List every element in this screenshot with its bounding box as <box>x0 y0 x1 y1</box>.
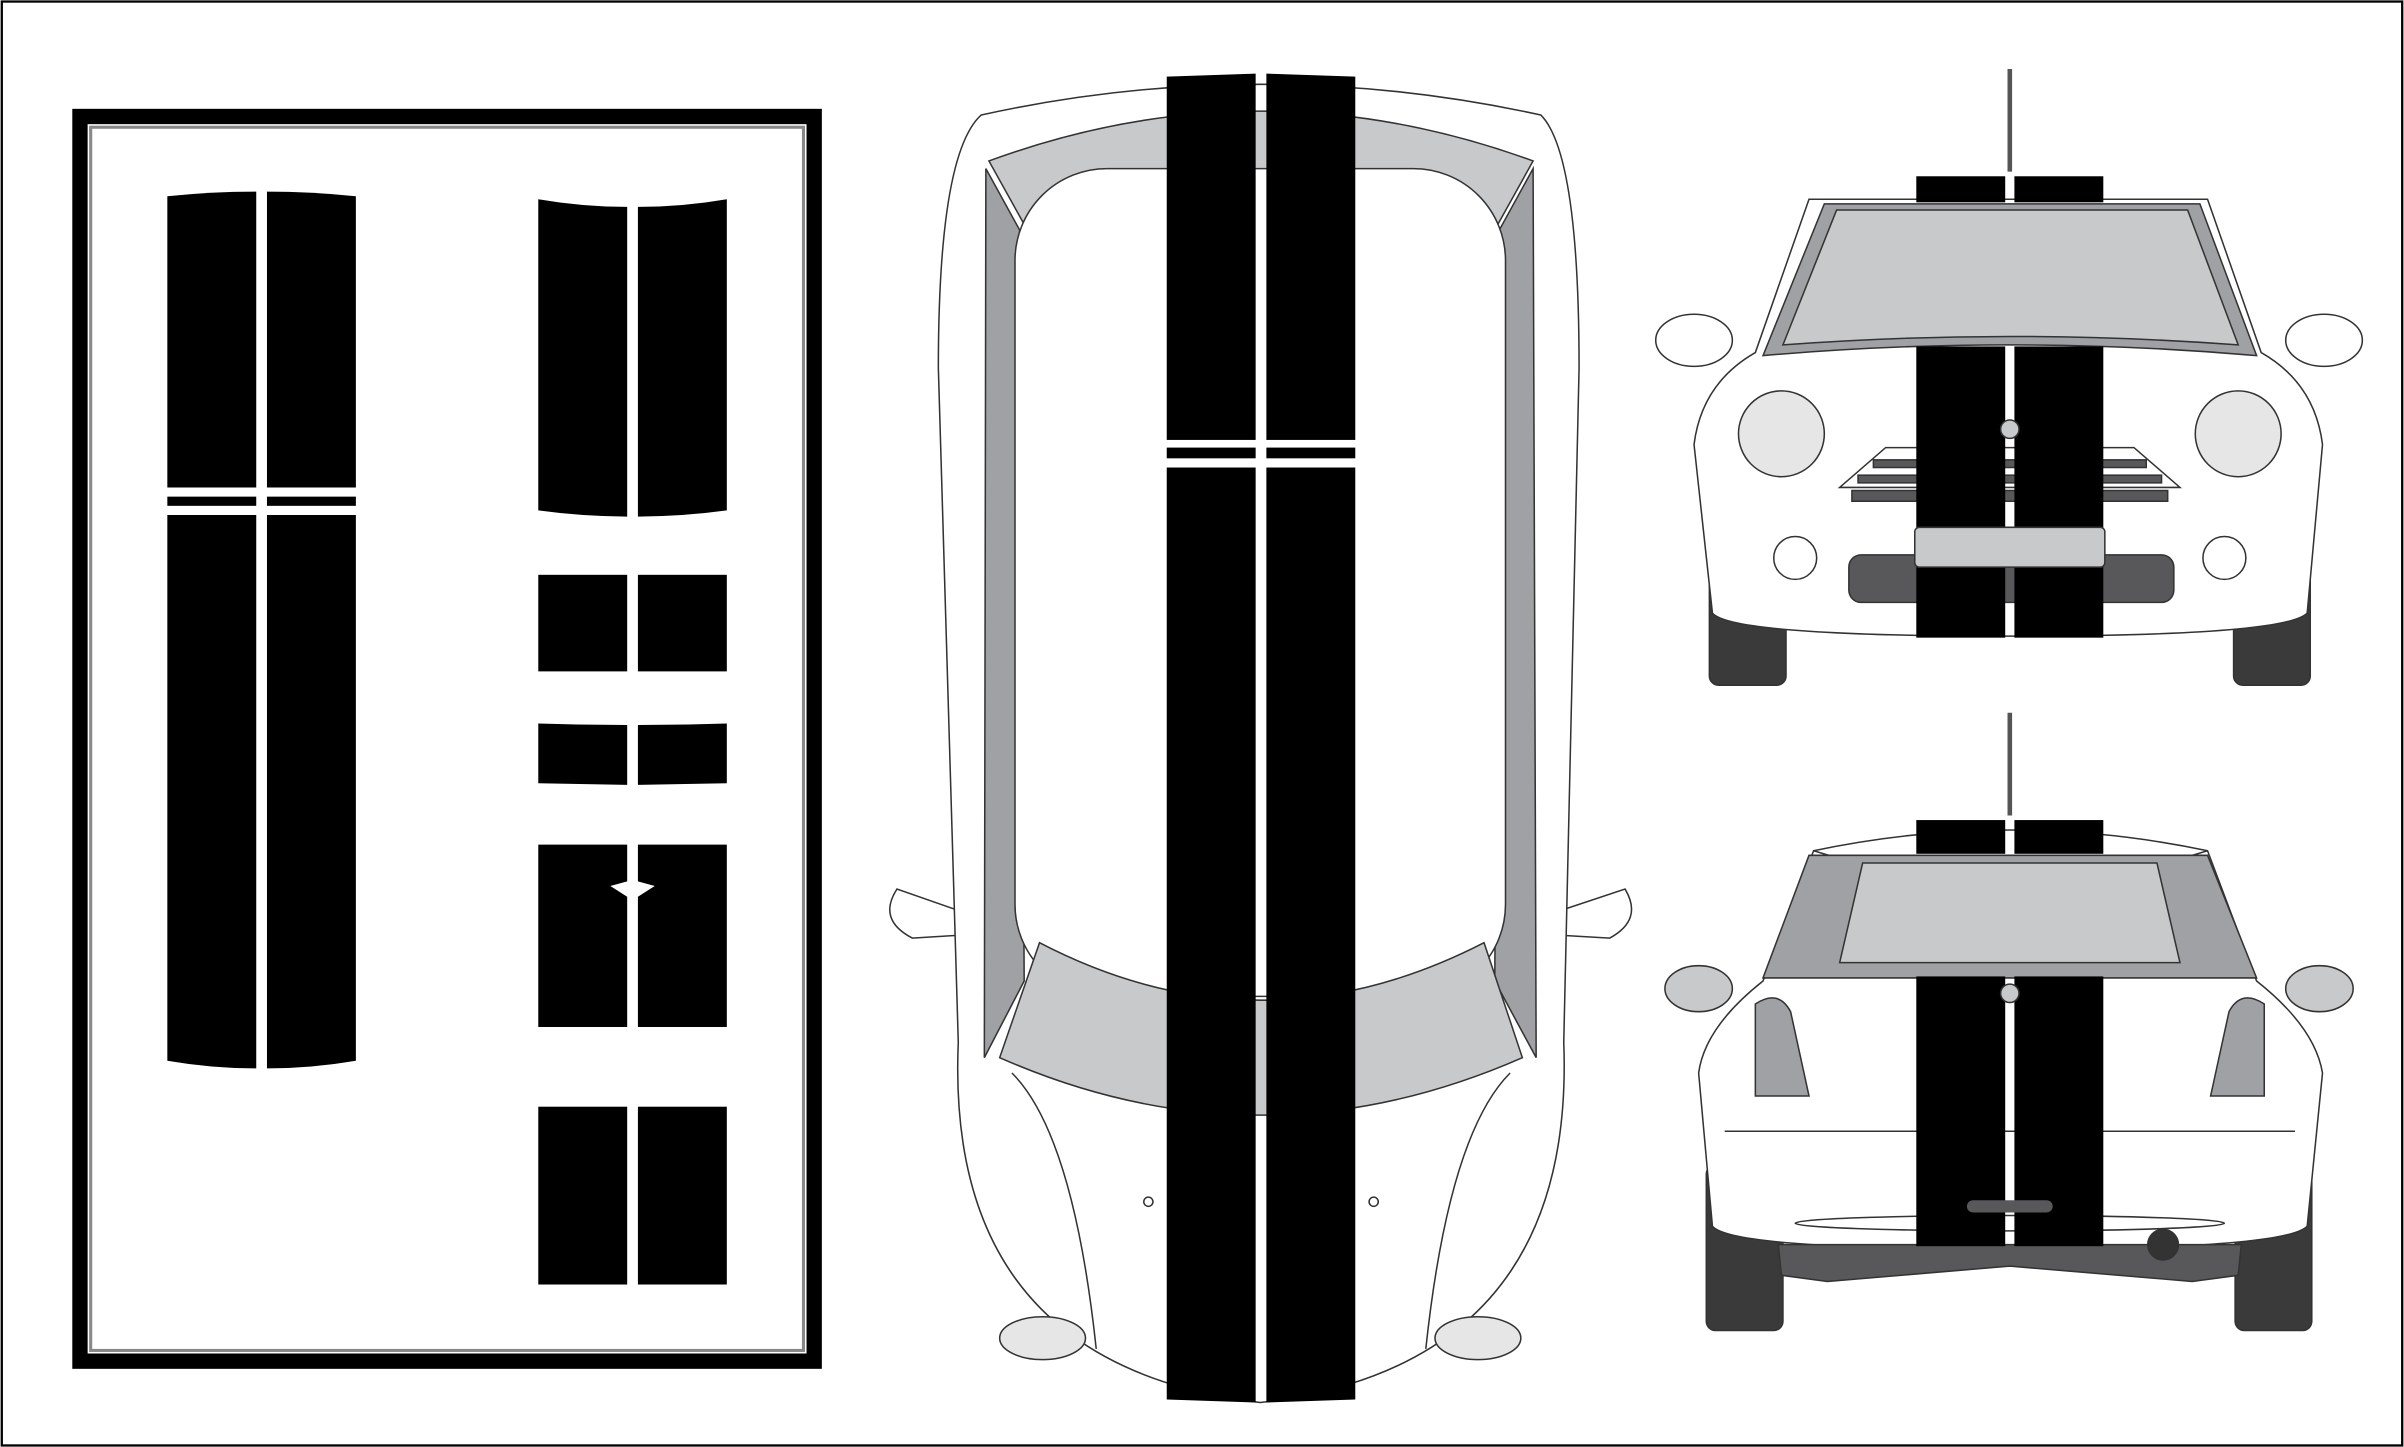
rear-roof-stripe-left <box>167 515 257 1069</box>
left-headlight <box>998 1315 1087 1361</box>
rear-right-mirror <box>2284 964 2354 1013</box>
front-piece-right <box>637 574 727 672</box>
rear-left-mirror <box>1664 964 1734 1013</box>
rear-bumper-piece-right <box>637 1106 727 1285</box>
hood-line-right <box>1425 1072 1511 1349</box>
hood-stripe-left <box>538 199 628 517</box>
trunk-piece-right <box>637 844 727 1028</box>
roof-stripe-left <box>167 191 257 488</box>
hood-line-left <box>1011 1072 1097 1349</box>
right-washer <box>1368 1196 1380 1208</box>
roof-break-bar-left <box>167 496 257 506</box>
bumper-piece-left <box>538 723 628 785</box>
front-view-stripes <box>1914 176 2106 638</box>
rear-roof-stripe-right <box>2014 820 2104 854</box>
left-washer <box>1142 1196 1154 1208</box>
front-roof-stripe-right <box>2014 176 2104 203</box>
rear-view-car <box>1664 712 2354 1332</box>
top-stripe-left <box>1166 73 1256 1403</box>
front-hood-stripe-right <box>2014 346 2104 638</box>
rear-handle <box>1966 1200 2053 1213</box>
stripe-gap-2 <box>1165 458 1359 468</box>
grille-bar-2 <box>1857 474 2163 484</box>
front-license-plate <box>1914 526 2106 568</box>
front-right-mirror <box>2284 313 2364 368</box>
top-view-stripes <box>1165 73 1359 1403</box>
hood-stripe-right <box>637 199 727 517</box>
roof-break-bar-right <box>266 496 356 506</box>
right-headlight <box>1434 1315 1522 1361</box>
trunk-piece-left <box>538 844 628 1028</box>
top-view-car <box>889 83 1633 1404</box>
rear-badge-icon <box>1999 983 2020 1004</box>
front-right-headlight <box>2194 390 2282 478</box>
top-stripe-right <box>1266 73 1356 1403</box>
front-left-mirror <box>1654 313 1734 368</box>
stripe-kit-panel <box>72 108 822 1369</box>
rear-left-taillight <box>1754 997 1810 1097</box>
rear-diffuser-line <box>1794 1214 2226 1232</box>
bumper-piece-right <box>637 723 727 785</box>
exhaust-tip <box>2146 1228 2180 1261</box>
front-right-foglight <box>2202 535 2247 581</box>
rear-roof-stripe-left <box>1916 820 2006 854</box>
rear-window-glass <box>1838 862 2181 964</box>
rear-bumper-piece-left <box>538 1106 628 1285</box>
grille-bar-1 <box>1872 459 2147 469</box>
front-left-headlight <box>1737 390 1826 478</box>
rear-right-taillight <box>2209 997 2266 1097</box>
rear-roof-stripe-right <box>266 515 356 1069</box>
front-hood-stripe-left <box>1916 346 2006 638</box>
front-roof-stripe-left <box>1916 176 2006 203</box>
panel-inner-border <box>89 125 805 1352</box>
front-piece-left <box>538 574 628 672</box>
front-badge-icon <box>1999 419 2020 440</box>
roof-panel <box>1014 167 1507 998</box>
front-left-foglight <box>1772 535 1818 581</box>
roof-stripe-right <box>266 191 356 488</box>
rear-bumper <box>1777 1243 2243 1283</box>
front-windshield-glass <box>1781 209 2240 346</box>
stripe-gap-1 <box>1165 439 1359 448</box>
grille-bar-3 <box>1851 489 2169 503</box>
rear-view-stripes <box>1916 820 2104 1247</box>
